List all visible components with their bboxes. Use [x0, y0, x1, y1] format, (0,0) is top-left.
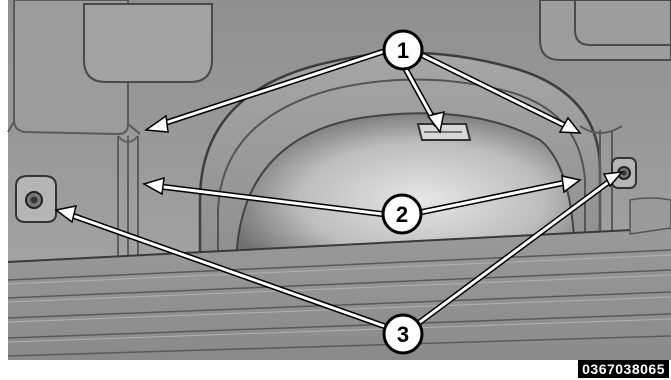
upper-right-panel	[539, 0, 671, 61]
callout-3-arrows	[54, 171, 624, 329]
leader-arrows	[54, 49, 624, 329]
callout-2-number: 2	[396, 202, 408, 227]
left-tie-down-cleat	[15, 175, 57, 223]
callout-1-arrows	[143, 49, 582, 134]
callout-3-number: 3	[397, 322, 409, 347]
image-code-label: 0367038065	[578, 360, 669, 378]
callout-1: 1	[382, 29, 424, 71]
callout-1-number: 1	[397, 38, 409, 63]
callout-2: 2	[381, 193, 423, 235]
callout-2-arrows	[142, 175, 582, 217]
callout-3: 3	[382, 313, 424, 355]
upper-recess-panel	[83, 3, 213, 83]
